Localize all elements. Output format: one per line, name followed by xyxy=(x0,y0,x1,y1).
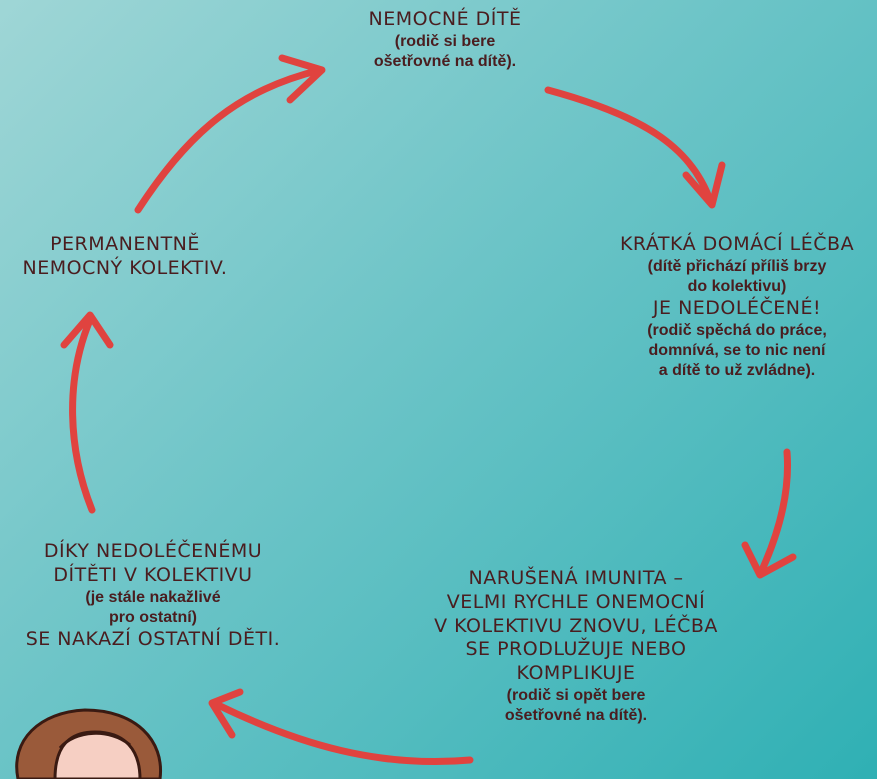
girl-illustration xyxy=(15,708,163,779)
node-heading: NEMOCNÉ DÍTĚ xyxy=(368,8,522,30)
node-heading: SE NAKAZÍ OSTATNÍ DĚTI. xyxy=(25,627,281,650)
node-subtext: (dítě přichází příliš brzy xyxy=(647,257,827,275)
node-heading: JE NEDOLÉČENÉ! xyxy=(652,296,822,319)
node-sick-child: NEMOCNÉ DÍTĚ (rodič si bere ošetřovné na… xyxy=(330,8,560,72)
node-subtext: domnívá, se to nic není xyxy=(648,341,826,359)
arrow-top-to-right xyxy=(544,86,726,209)
node-heading: PERMANENTNĚ xyxy=(50,233,200,255)
node-heading: NARUŠENÁ IMUNITA – xyxy=(468,567,684,589)
node-subtext: do kolektivu) xyxy=(687,277,787,295)
node-heading: DÍTĚTI V KOLEKTIVU xyxy=(53,563,253,586)
arrow-bottom-left-to-left xyxy=(60,311,114,514)
node-short-home-treatment: KRÁTKÁ DOMÁCÍ LÉČBA (dítě přichází příli… xyxy=(598,233,876,381)
arrow-left-to-top xyxy=(134,54,326,214)
node-subtext: ošetřovné na dítě). xyxy=(373,52,517,70)
node-subtext: (rodič spěchá do práce, xyxy=(647,321,827,339)
node-subtext: ošetřovné na dítě). xyxy=(504,706,648,724)
node-disrupted-immunity: NARUŠENÁ IMUNITA – VELMI RYCHLE ONEMOCNÍ… xyxy=(426,567,726,726)
node-subtext: pro ostatní) xyxy=(109,608,197,626)
node-heading: KRÁTKÁ DOMÁCÍ LÉČBA xyxy=(619,233,855,255)
node-heading: NEMOCNÝ KOLEKTIV. xyxy=(22,256,228,279)
node-heading: DÍKY NEDOLÉČENÉMU xyxy=(43,540,263,562)
arrow-right-to-bottom-right xyxy=(741,448,797,579)
node-heading: SE PRODLUŽUJE NEBO xyxy=(465,638,687,661)
node-subtext: (je stále nakažlivé xyxy=(85,588,221,606)
node-heading: V KOLEKTIVU ZNOVU, LÉČBA xyxy=(434,614,718,637)
node-subtext: (rodič si opět bere xyxy=(506,686,646,704)
node-heading: KOMPLIKUJE xyxy=(516,662,636,684)
node-heading: VELMI RYCHLE ONEMOCNÍ xyxy=(446,590,706,613)
arrow-bottom-right-to-bottom-left xyxy=(208,688,474,766)
node-others-infected: DÍKY NEDOLÉČENÉMU DÍTĚTI V KOLEKTIVU (je… xyxy=(8,540,298,651)
node-permanently-sick-collective: PERMANENTNĚ NEMOCNÝ KOLEKTIV. xyxy=(5,233,245,281)
node-subtext: (rodič si bere xyxy=(394,32,496,50)
node-subtext: a dítě to už zvládne). xyxy=(658,361,816,379)
